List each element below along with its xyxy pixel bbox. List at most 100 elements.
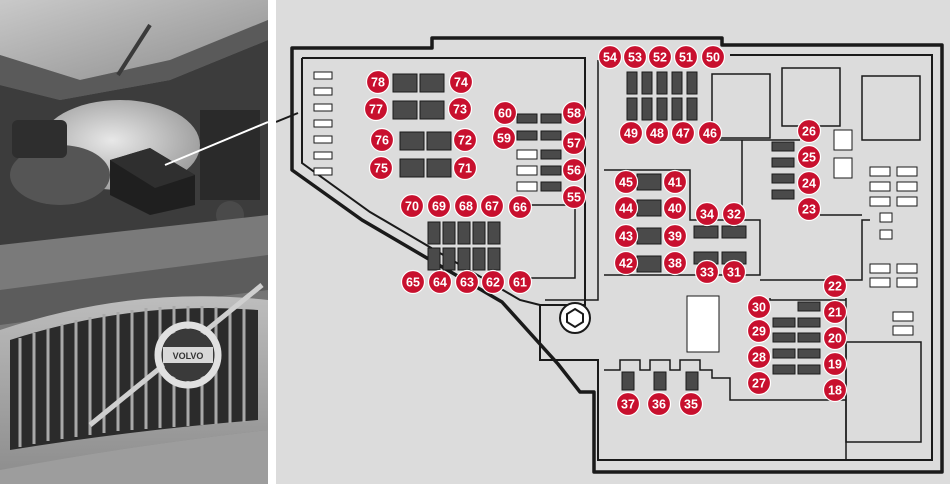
fuse-badge-circle: [613, 223, 639, 249]
fuse-badge-47: 47: [670, 120, 696, 146]
fuse-badge-73: 73: [447, 96, 473, 122]
fuse-badge-circle: [400, 269, 426, 295]
fuse-badge-circle: [822, 377, 848, 403]
fuse-number-label: 65: [406, 276, 420, 290]
fuse-number-label: 47: [676, 127, 690, 141]
fuse-number-label: 28: [752, 351, 766, 365]
fuse-badge-circle: [507, 194, 533, 220]
fuse-number-label: 67: [485, 200, 499, 214]
fuse-badge-circle: [796, 170, 822, 196]
fuse-badge-39: 39: [662, 223, 688, 249]
fuse-badge-circle: [597, 44, 623, 70]
fuse-badge-circle: [479, 193, 505, 219]
fuse-badge-circle: [365, 69, 391, 95]
inner-outline: [302, 54, 933, 461]
fuse-number-label: 71: [458, 162, 472, 176]
fuse-badge-54: 54: [597, 44, 623, 70]
fuse-number-label: 74: [454, 76, 468, 90]
fuse-number-label: 58: [567, 107, 581, 121]
fuse-number-label: 25: [802, 151, 816, 165]
fuse-number-label: 31: [727, 266, 741, 280]
fuse-badge-28: 28: [746, 344, 772, 370]
fuse-badge-circle: [721, 259, 747, 285]
fuse-number-label: 20: [828, 332, 842, 346]
fuse-badge-circle: [399, 193, 425, 219]
fuse-badge-23: 23: [796, 196, 822, 222]
fuse-badge-circle: [622, 44, 648, 70]
fuse-badge-21: 21: [822, 299, 848, 325]
fuse-badge-58: 58: [561, 100, 587, 126]
fuse-badge-36: 36: [646, 391, 672, 417]
fuse-number-label: 46: [703, 127, 717, 141]
fuse-number-label: 69: [432, 200, 446, 214]
fuse-badge-circle: [662, 195, 688, 221]
fuse-number-label: 45: [619, 176, 633, 190]
fuse-number-label: 39: [668, 230, 682, 244]
fuse-badge-44: 44: [613, 195, 639, 221]
fuse-badge-circle: [822, 273, 848, 299]
fuse-badge-circle: [721, 201, 747, 227]
fuse-number-label: 27: [752, 377, 766, 391]
fuse-number-label: 76: [375, 134, 389, 148]
fuse-badge-circle: [822, 299, 848, 325]
fuse-badge-55: 55: [561, 184, 587, 210]
fuse-badge-circle: [694, 259, 720, 285]
fuse-number-label: 43: [619, 230, 633, 244]
fuse-number-label: 32: [727, 208, 741, 222]
fuse-badge-circle: [426, 193, 452, 219]
fuse-badge-circle: [453, 193, 479, 219]
fuse-number-label: 66: [513, 201, 527, 215]
fuse-badge-59: 59: [491, 125, 517, 151]
fuse-number-label: 73: [453, 103, 467, 117]
fuse-number-label: 38: [668, 257, 682, 271]
fuse-number-label: 29: [752, 325, 766, 339]
fuse-number-label: 37: [621, 398, 635, 412]
fuse-badge-circle: [662, 169, 688, 195]
fuse-badge-circle: [746, 344, 772, 370]
fuse-number-label: 33: [700, 266, 714, 280]
fuse-badge-33: 33: [694, 259, 720, 285]
fuse-badge-31: 31: [721, 259, 747, 285]
fuse-badge-19: 19: [822, 351, 848, 377]
bolt-icon: [559, 302, 591, 334]
fuse-badge-26: 26: [796, 118, 822, 144]
fuse-number-label: 36: [652, 398, 666, 412]
fuse-badge-60: 60: [492, 100, 518, 126]
fuse-badge-circle: [561, 100, 587, 126]
fuse-badge-circle: [561, 130, 587, 156]
fuse-badge-46: 46: [697, 120, 723, 146]
fuse-badge-circle: [647, 44, 673, 70]
fuse-badge-circle: [796, 118, 822, 144]
fuse-badge-circle: [480, 269, 506, 295]
fuse-number-label: 64: [433, 276, 447, 290]
fuse-badge-circle: [613, 195, 639, 221]
fuse-badge-circle: [644, 120, 670, 146]
fuse-badge-34: 34: [694, 201, 720, 227]
fuse-badge-63: 63: [454, 269, 480, 295]
fuse-number-label: 30: [752, 301, 766, 315]
fuse-badge-27: 27: [746, 370, 772, 396]
fuse-badge-69: 69: [426, 193, 452, 219]
fuse-badge-circle: [796, 196, 822, 222]
fuse-badge-29: 29: [746, 318, 772, 344]
fuse-number-label: 44: [619, 202, 633, 216]
fuse-number-label: 19: [828, 358, 842, 372]
fuse-badge-57: 57: [561, 130, 587, 156]
fuse-badge-65: 65: [400, 269, 426, 295]
fuse-badge-24: 24: [796, 170, 822, 196]
fuse-badge-circle: [662, 250, 688, 276]
fuse-badge-72: 72: [452, 127, 478, 153]
fuse-number-label: 57: [567, 137, 581, 151]
fuse-number-label: 23: [802, 203, 816, 217]
fuse-badge-circle: [746, 370, 772, 396]
fuse-badge-circle: [678, 391, 704, 417]
fuse-badge-circle: [561, 184, 587, 210]
fuse-number-label: 51: [679, 51, 693, 65]
fuse-number-label: 62: [486, 276, 500, 290]
fuse-badge-51: 51: [673, 44, 699, 70]
fuse-badge-37: 37: [615, 391, 641, 417]
fuse-badge-circle: [618, 120, 644, 146]
fuse-badge-64: 64: [427, 269, 453, 295]
fuse-number-label: 59: [497, 132, 511, 146]
